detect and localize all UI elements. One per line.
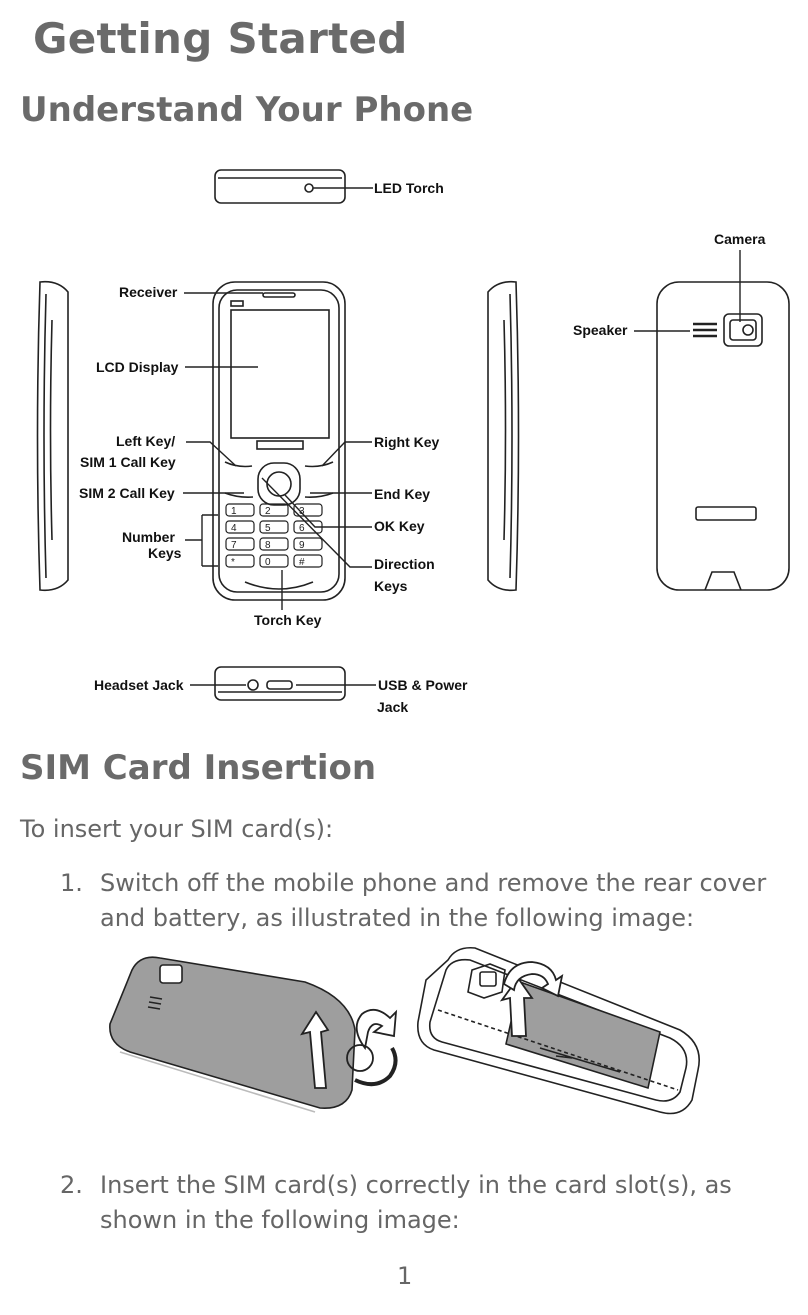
label-direction-keys-2: Keys	[374, 578, 408, 594]
phone-diagram: 1 2 3 4 5 6 7 8 9 * 0 #	[36, 169, 790, 715]
label-right-key: Right Key	[374, 434, 440, 450]
phone-right-side-view	[487, 280, 520, 592]
keypad-key	[225, 503, 255, 517]
label-leader-lines	[183, 187, 741, 686]
section-heading-sim-insertion: SIM Card Insertion	[20, 748, 377, 788]
label-ok-key: OK Key	[374, 518, 425, 534]
keypad-key	[259, 503, 289, 517]
keypad-key-label: 9	[299, 540, 305, 551]
step-text: Switch off the mobile phone and remove t…	[100, 869, 767, 932]
keypad-key-label: 1	[231, 506, 237, 517]
label-end-key: End Key	[374, 486, 430, 502]
keypad-key-label: 4	[231, 523, 237, 534]
label-speaker: Speaker	[573, 322, 628, 338]
keypad-key-label: 2	[265, 506, 271, 517]
label-direction-keys: Direction	[374, 556, 435, 572]
phone-bottom-view	[214, 666, 346, 701]
keypad-key-label: 3	[299, 506, 305, 517]
keypad-key-label: 0	[265, 557, 271, 568]
rear-cover	[109, 956, 356, 1113]
keypad-key	[293, 554, 323, 568]
page-title: Getting Started	[33, 14, 408, 63]
keypad-key	[225, 554, 255, 568]
phone-front-view: 1 2 3 4 5 6 7 8 9 * 0 #	[212, 281, 346, 601]
keypad-key	[259, 520, 289, 534]
keypad-key-label: 8	[265, 540, 271, 551]
label-sim1-call-key: SIM 1 Call Key	[80, 454, 176, 470]
page-number: 1	[397, 1262, 413, 1290]
keypad-key-label: #	[299, 557, 305, 568]
label-torch-key: Torch Key	[254, 612, 322, 628]
keypad-key	[259, 537, 289, 551]
phone-back-view	[656, 281, 790, 591]
step-number: 1.	[60, 869, 83, 897]
label-camera: Camera	[714, 231, 766, 247]
phone-left-side-view	[36, 280, 69, 592]
label-receiver: Receiver	[119, 284, 178, 300]
label-headset-jack: Headset Jack	[94, 677, 184, 693]
keypad-key-label: 5	[265, 523, 271, 534]
label-usb-power-2: Jack	[377, 699, 408, 715]
keypad-key	[259, 554, 289, 568]
keypad-key	[293, 537, 323, 551]
arrow-icon	[300, 1008, 398, 1089]
keypad-key	[225, 537, 255, 551]
label-usb-power: USB & Power	[378, 677, 468, 693]
label-sim2-call-key: SIM 2 Call Key	[79, 485, 175, 501]
keypad-key-label: 6	[299, 523, 305, 534]
label-number-keys: Number	[122, 529, 175, 545]
label-led-torch: LED Torch	[374, 180, 444, 196]
cover-removal-illustration	[109, 946, 700, 1115]
open-phone-battery	[417, 946, 700, 1115]
phone-top-view	[214, 169, 346, 204]
keypad-key	[225, 520, 255, 534]
intro-text: To insert your SIM card(s):	[20, 815, 334, 843]
section-heading-understand-phone: Understand Your Phone	[20, 90, 474, 130]
keypad-key-label: *	[231, 557, 235, 568]
arrow-icon	[499, 961, 564, 1037]
label-number-keys-2: Keys	[148, 545, 182, 561]
keypad-key-label: 7	[231, 540, 237, 551]
step-number: 2.	[60, 1171, 83, 1199]
step-text: Insert the SIM card(s) correctly in the …	[100, 1171, 732, 1234]
label-lcd-display: LCD Display	[96, 359, 179, 375]
label-left-key: Left Key/	[116, 433, 175, 449]
